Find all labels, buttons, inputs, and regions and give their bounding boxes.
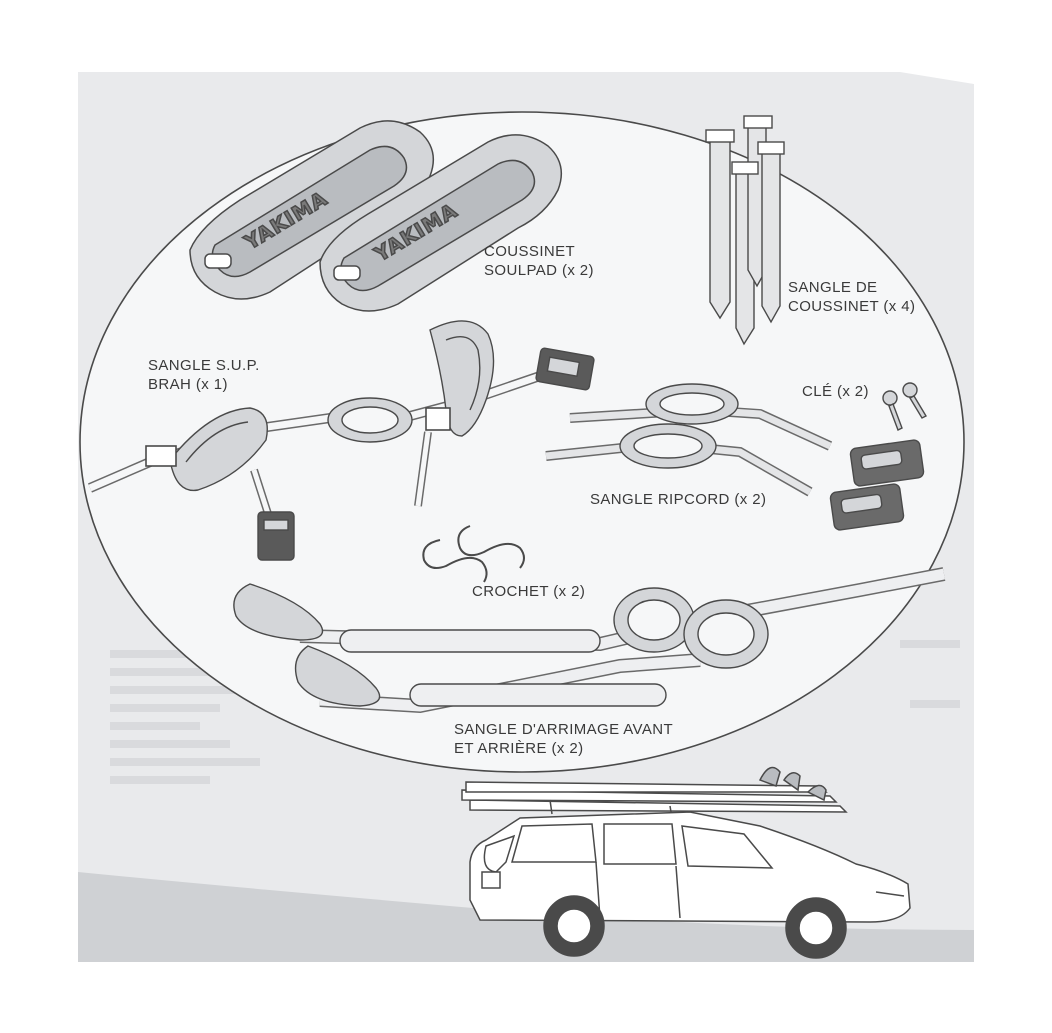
soulpad-right: YAKIMA: [319, 134, 563, 312]
car-illustration: [461, 766, 911, 959]
soulpad-illustration: YAKIMA YAKIMA: [189, 120, 563, 312]
ripcord-illustration: [545, 383, 925, 531]
soulpad-left: YAKIMA: [189, 120, 435, 300]
key-icon: [882, 382, 927, 431]
pad-strap-illustration: [705, 115, 785, 346]
background-sheet-corner: [900, 72, 974, 84]
label-hook: CROCHET (x 2): [472, 583, 586, 600]
bow-stern-strap-illustration: [233, 567, 946, 714]
label-bow-stern: SANGLE D'ARRIMAGE AVANT ET ARRIÈRE (x 2): [454, 721, 674, 757]
hook-icon: [422, 525, 525, 583]
background-ghost-text: [110, 640, 960, 784]
label-ripcord: SANGLE RIPCORD (x 2): [590, 491, 767, 508]
sup-brah-illustration: [88, 320, 595, 561]
label-soulpad: COUSSINET SOULPAD (x 2): [484, 243, 594, 279]
label-key: CLÉ (x 2): [802, 383, 869, 400]
label-pad-strap: SANGLE DE COUSSINET (x 4): [788, 279, 916, 315]
label-sup-brah: SANGLE S.U.P. BRAH (x 1): [148, 357, 260, 393]
